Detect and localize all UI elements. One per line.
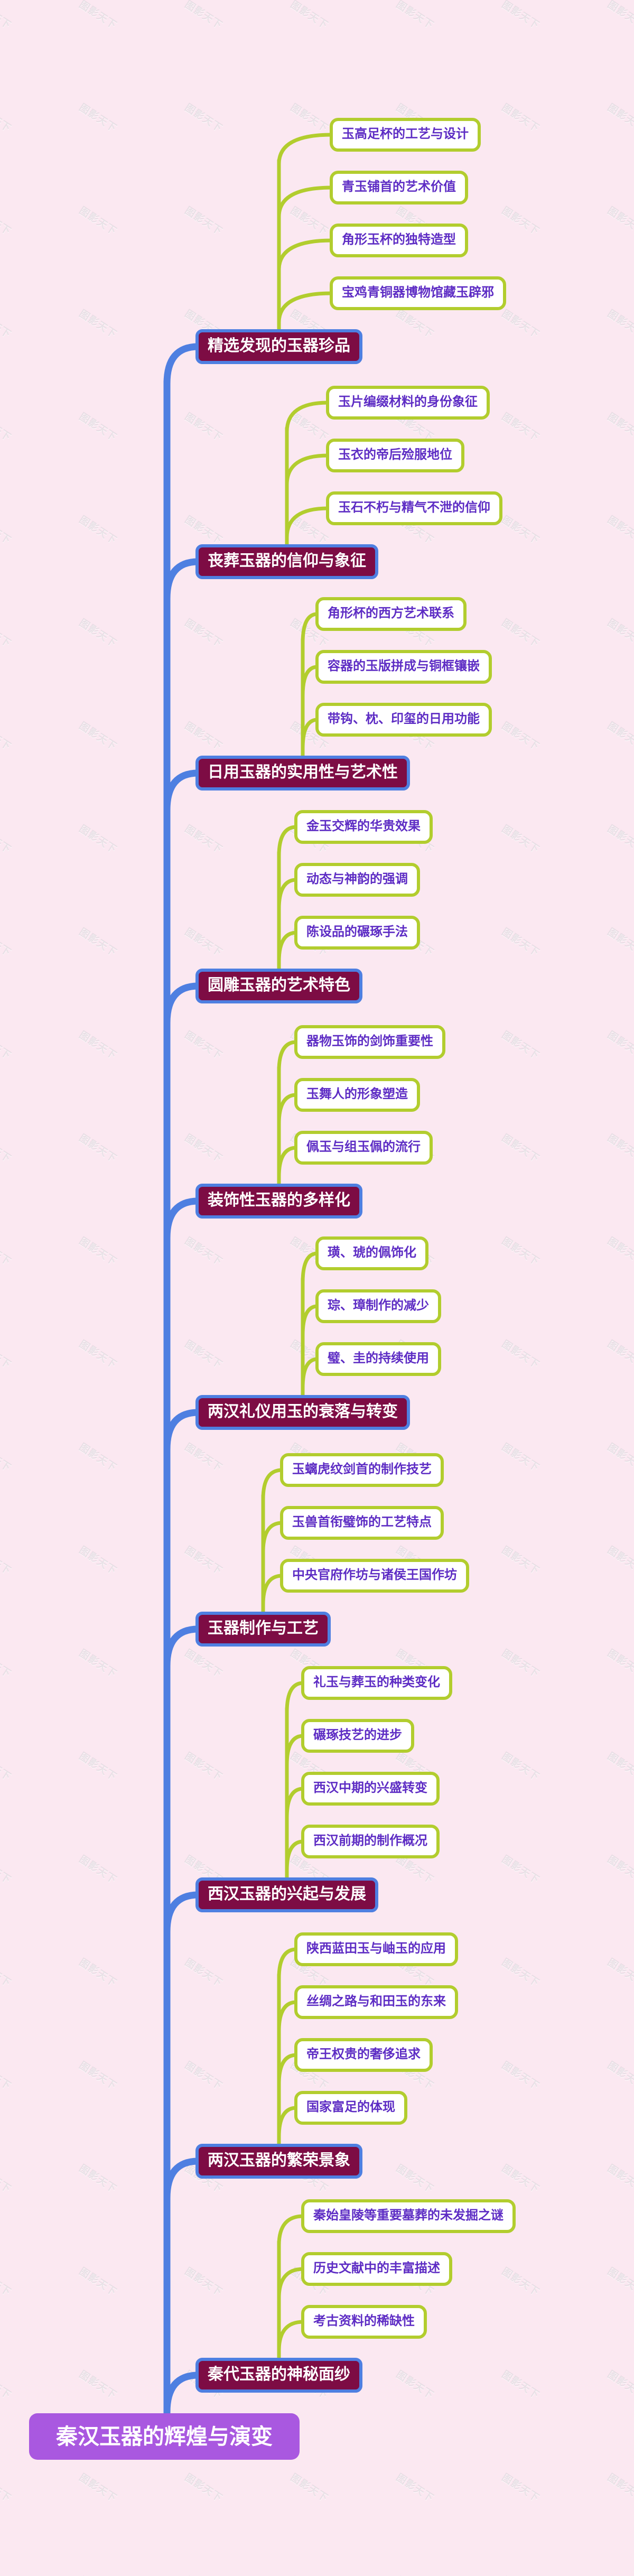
leaf-topic-node[interactable]: 玉衣的帝后殓服地位 xyxy=(326,439,464,472)
leaf-topic-node[interactable]: 璧、圭的持续使用 xyxy=(315,1342,441,1376)
leaf-topic-node[interactable]: 中央官府作坊与诸侯王国作坊 xyxy=(280,1559,469,1593)
leaf-topic-node[interactable]: 西汉前期的制作概况 xyxy=(301,1825,440,1858)
leaf-topic-node[interactable]: 角形杯的西方艺术联系 xyxy=(315,597,467,631)
leaf-topic-node[interactable]: 碾琢技艺的进步 xyxy=(301,1719,414,1753)
leaf-topic-node[interactable]: 玉螭虎纹剑首的制作技艺 xyxy=(280,1453,444,1487)
branch-topic-node[interactable]: 西汉玉器的兴起与发展 xyxy=(195,1877,378,1912)
leaf-topic-node[interactable]: 秦始皇陵等重要墓葬的未发掘之谜 xyxy=(301,2199,516,2233)
leaf-topic-node[interactable]: 金玉交辉的华贵效果 xyxy=(294,810,433,844)
leaf-topic-node[interactable]: 礼玉与葬玉的种类变化 xyxy=(301,1666,452,1700)
leaf-topic-node[interactable]: 容器的玉版拼成与铜框镶嵌 xyxy=(315,650,492,684)
leaf-topic-node[interactable]: 帝王权贵的奢侈追求 xyxy=(294,2038,433,2072)
leaf-topic-node[interactable]: 宝鸡青铜器博物馆藏玉辟邪 xyxy=(330,276,506,310)
branch-topic-node[interactable]: 日用玉器的实用性与艺术性 xyxy=(195,756,410,791)
leaf-topic-node[interactable]: 陈设品的碾琢手法 xyxy=(294,916,420,950)
branch-topic-node[interactable]: 丧葬玉器的信仰与象征 xyxy=(195,544,378,579)
leaf-topic-node[interactable]: 玉片编缀材料的身份象征 xyxy=(326,386,490,420)
leaf-topic-node[interactable]: 历史文献中的丰富描述 xyxy=(301,2252,452,2286)
branch-topic-node[interactable]: 装饰性玉器的多样化 xyxy=(195,1184,362,1219)
leaf-topic-node[interactable]: 带钩、枕、印玺的日用功能 xyxy=(315,703,492,737)
leaf-topic-node[interactable]: 西汉中期的兴盛转变 xyxy=(301,1772,440,1806)
branch-topic-node[interactable]: 秦代玉器的神秘面纱 xyxy=(195,2358,362,2393)
leaf-topic-node[interactable]: 玉兽首衔璧饰的工艺特点 xyxy=(280,1506,444,1540)
branch-topic-node[interactable]: 精选发现的玉器珍品 xyxy=(195,329,362,364)
branch-topic-node[interactable]: 两汉礼仪用玉的衰落与转变 xyxy=(195,1395,410,1430)
leaf-topic-node[interactable]: 佩玉与组玉佩的流行 xyxy=(294,1131,433,1165)
leaf-topic-node[interactable]: 器物玉饰的剑饰重要性 xyxy=(294,1025,445,1059)
leaf-topic-node[interactable]: 角形玉杯的独特造型 xyxy=(330,224,468,257)
leaf-topic-node[interactable]: 玉舞人的形象塑造 xyxy=(294,1078,420,1112)
leaf-topic-node[interactable]: 动态与神韵的强调 xyxy=(294,863,420,897)
leaf-topic-node[interactable]: 青玉铺首的艺术价值 xyxy=(330,171,468,204)
leaf-topic-node[interactable]: 国家富足的体现 xyxy=(294,2091,407,2125)
branch-topic-node[interactable]: 两汉玉器的繁荣景象 xyxy=(195,2144,362,2179)
branch-topic-node[interactable]: 玉器制作与工艺 xyxy=(195,1612,331,1647)
leaf-topic-node[interactable]: 玉高足杯的工艺与设计 xyxy=(330,118,481,152)
leaf-topic-node[interactable]: 丝绸之路与和田玉的东来 xyxy=(294,1985,458,2019)
leaf-topic-node[interactable]: 考古资料的稀缺性 xyxy=(301,2305,427,2339)
leaf-topic-node[interactable]: 陕西蓝田玉与岫玉的应用 xyxy=(294,1932,458,1966)
leaf-topic-node[interactable]: 璜、琥的佩饰化 xyxy=(315,1236,428,1270)
leaf-topic-node[interactable]: 琮、璋制作的减少 xyxy=(315,1289,441,1323)
root-topic-node[interactable]: 秦汉玉器的辉煌与演变 xyxy=(29,2413,300,2460)
leaf-topic-node[interactable]: 玉石不朽与精气不泄的信仰 xyxy=(326,491,502,525)
branch-topic-node[interactable]: 圆雕玉器的艺术特色 xyxy=(195,969,362,1003)
